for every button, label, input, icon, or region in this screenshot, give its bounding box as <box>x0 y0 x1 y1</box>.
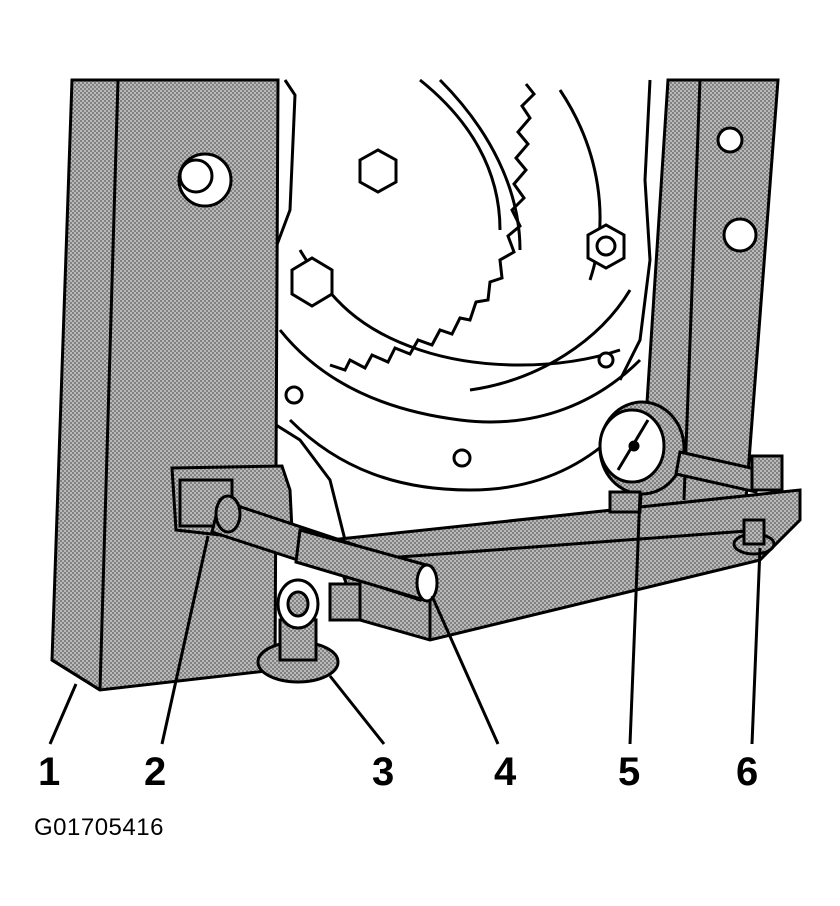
callout-2: 2 <box>144 750 167 794</box>
callout-4: 4 <box>494 750 517 794</box>
left-frame-rail <box>50 78 280 692</box>
callout-1: 1 <box>38 750 61 794</box>
callout-leaders <box>48 493 762 745</box>
rail-bolt <box>716 126 758 253</box>
callout-3: 3 <box>372 750 395 794</box>
figure-id-label: G01705416 <box>34 814 164 841</box>
flywheel-bolt <box>290 148 626 308</box>
adjuster-clamp <box>674 450 784 556</box>
magnetic-base <box>256 578 362 684</box>
gauge-rod <box>210 494 439 603</box>
callout-6: 6 <box>736 750 759 794</box>
mounting-hole <box>284 351 615 468</box>
rail-bolt <box>177 152 233 208</box>
callout-5: 5 <box>618 750 641 794</box>
dial-indicator <box>598 400 686 514</box>
